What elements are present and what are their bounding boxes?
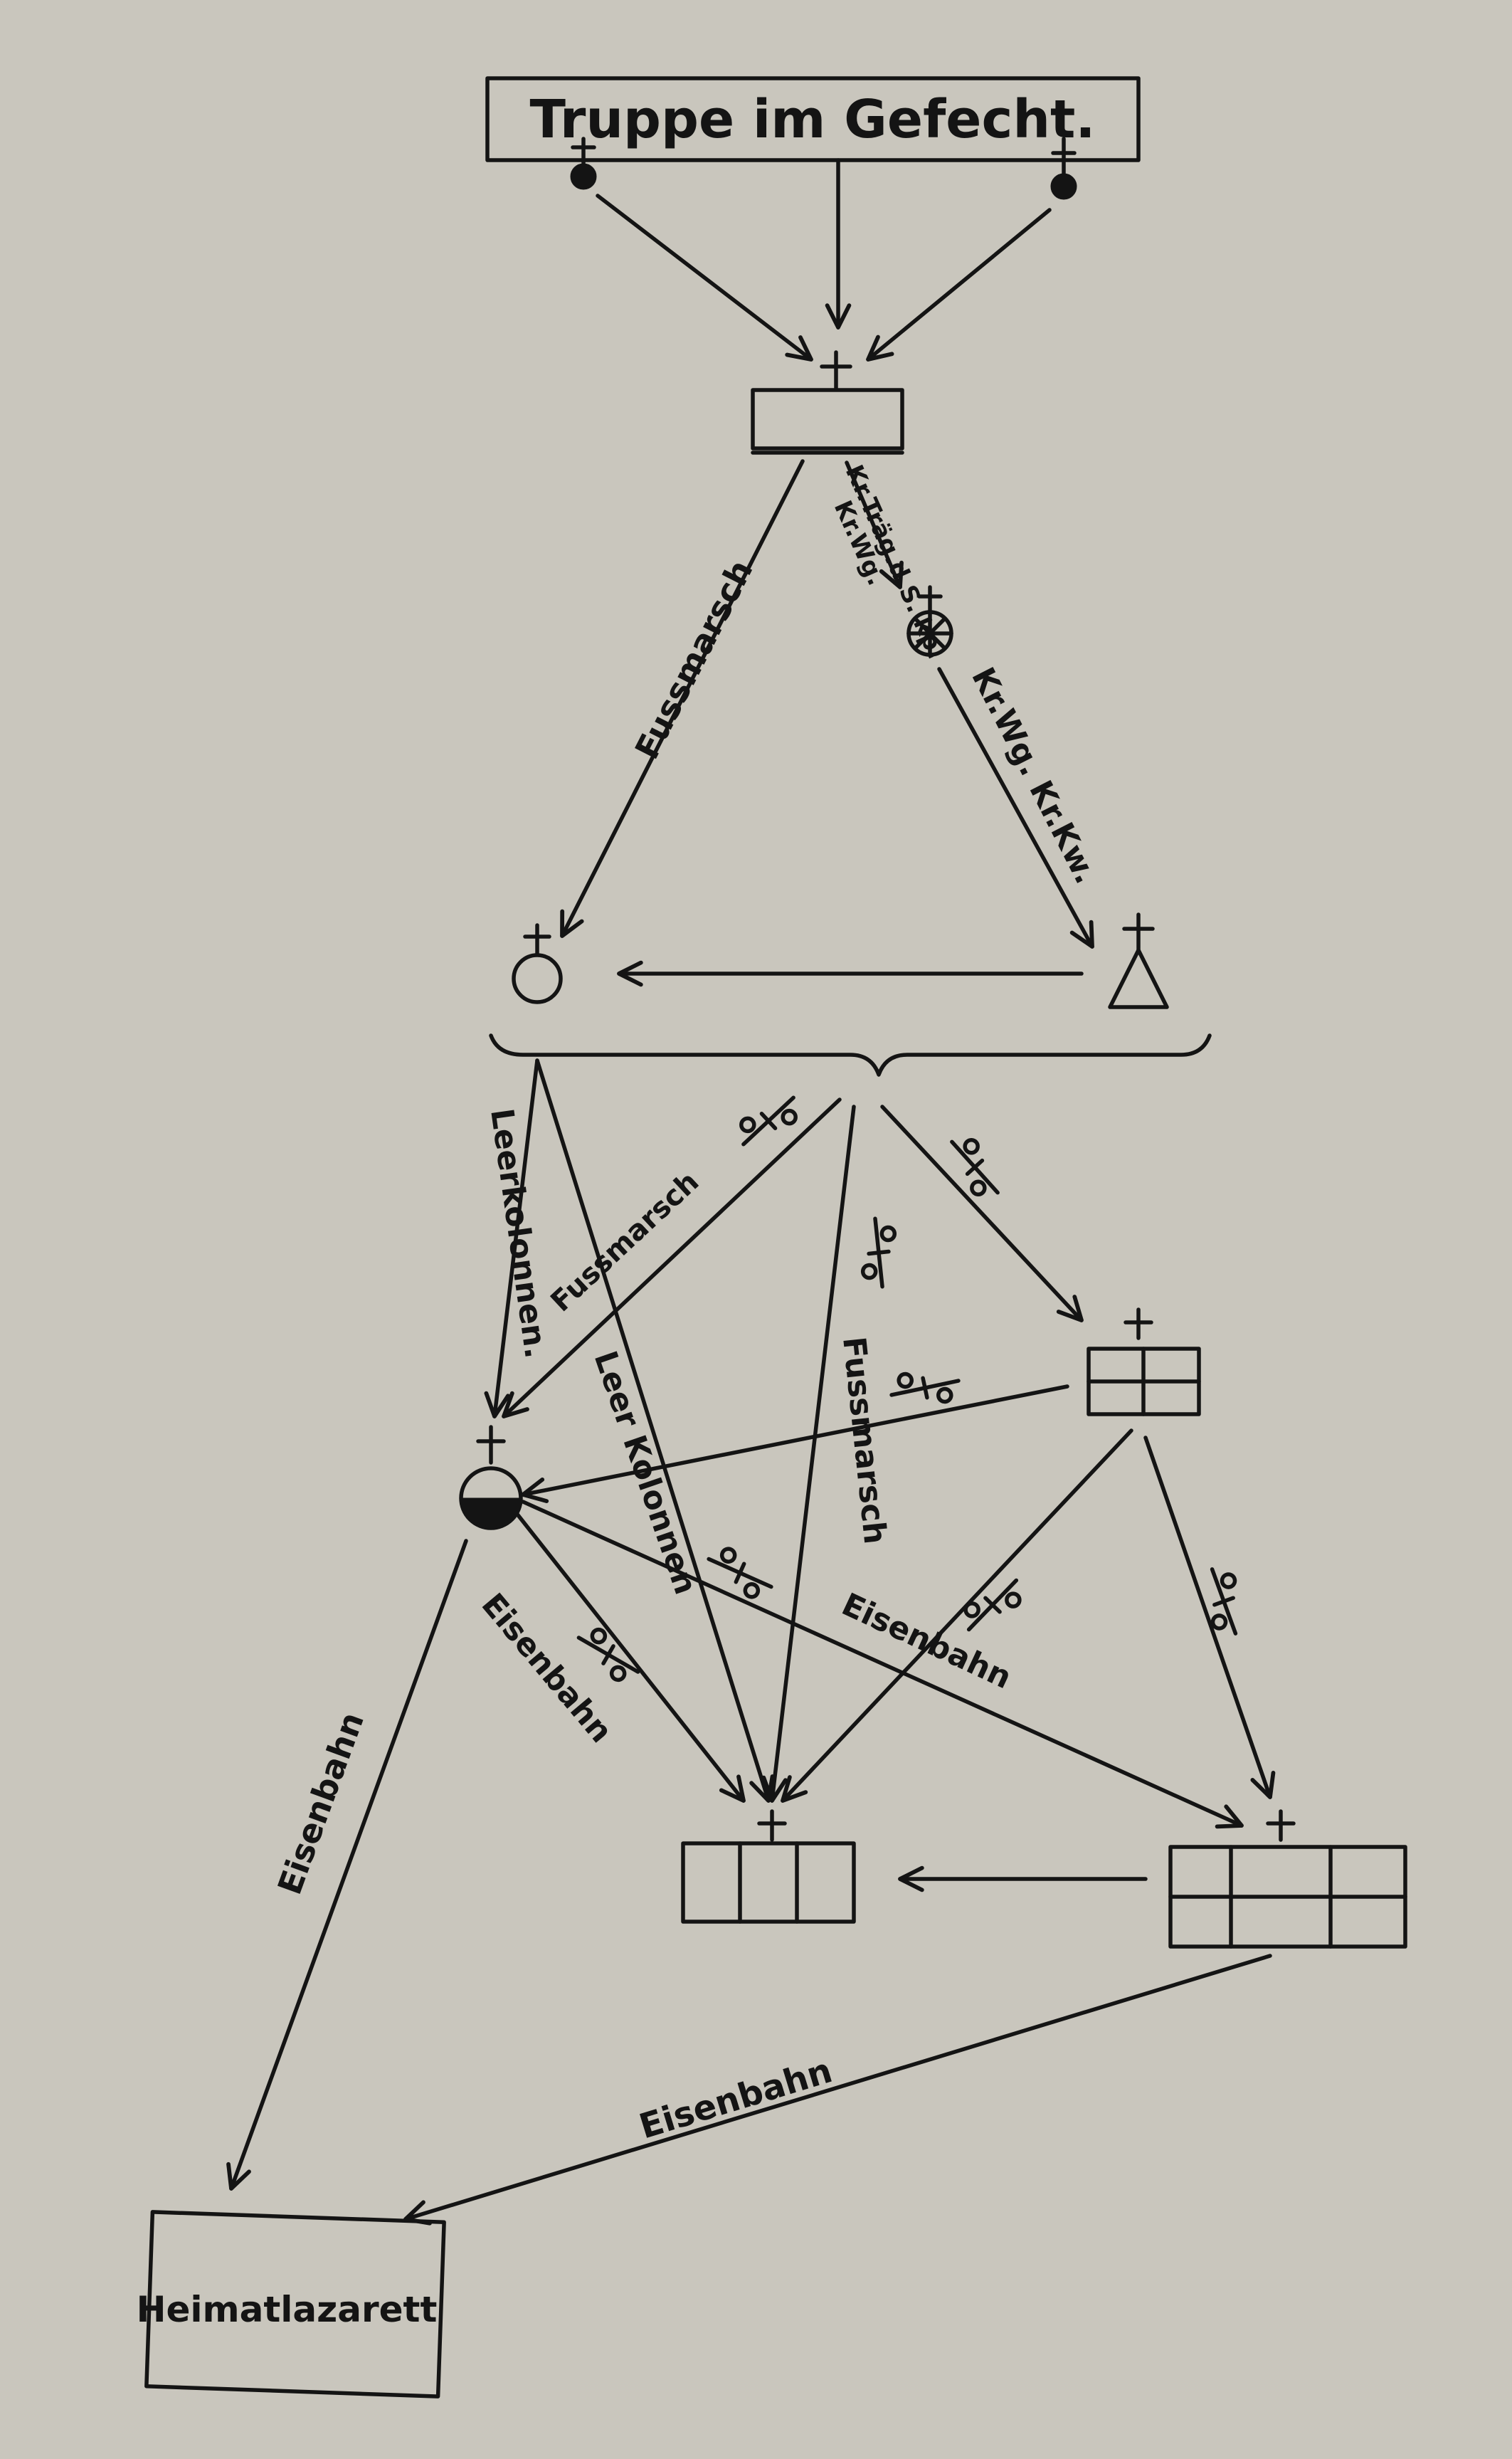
arrow-half-circle-to-three-row [514,1510,746,1803]
arrow-truppe-right [866,208,1052,362]
first-aid-post [751,350,904,455]
arrow-half-circle-to-heimatlazarett [226,1539,468,2191]
wheel-icon [906,585,953,657]
label-eisenbahn-3: Eisenbahn [270,1707,371,1899]
arrow-six-grid-to-heimatlazarett [403,1954,1272,2226]
four-cell-grid-icon [1087,1307,1201,1416]
arrow-fussmarsch-2 [502,1097,842,1418]
arrow-leerkolonnen-2 [535,1058,775,1803]
transport-mark-icon [707,1547,773,1599]
top-box-label: Truppe im Gefecht. [530,89,1096,150]
arrow-four-grid-to-six-grid [1143,1436,1276,1799]
arrow-four-grid-to-three-row [781,1428,1133,1803]
bottom-box [144,2210,446,2399]
arrow-half-circle-to-six-grid [521,1500,1244,1829]
label-fussmarsch-2: Fussmarsch [544,1165,705,1318]
dot-icon [570,137,597,190]
arrow-wheel-to-triangle [937,667,1094,949]
transport-mark-icon [1210,1567,1238,1636]
label-leerkolonnen-1: Leerkolonnen. [483,1106,554,1360]
bottom-node: Heimatlazarett [137,2210,446,2399]
label-eisenbahn-1: Eisenbahn [475,1586,620,1749]
transport-mark-icon [889,1371,961,1404]
arrow-four-grid-to-half-circle [521,1384,1069,1503]
label-leerkolonnen-2: Leer Kolonnen [587,1347,704,1599]
arrow-leerkolonnen-1 [484,1058,539,1418]
dot-icon [1050,137,1077,200]
half-filled-circle-icon [459,1425,523,1530]
label-kr-wg-kw: Kr.Wg. Kr.Kw. [964,662,1104,890]
transport-mark-icon [860,1216,897,1289]
six-cell-grid-icon [1168,1809,1407,1949]
transport-mark-icon [576,1627,640,1683]
label-fussmarsch-1: Fussmarsch [628,554,761,765]
top-box [485,76,1141,162]
top-node: Truppe im Gefecht. [485,76,1141,200]
label-fussmarsch-3: Fussmarsch [835,1335,893,1546]
arrow-to-wheel [845,460,904,589]
arrow-fussmarsch-1 [560,459,805,938]
transport-mark-icon [963,1578,1022,1632]
arrow-truppe-left [596,194,813,362]
arrow-to-four-grid [880,1105,1084,1322]
three-cell-row-icon [681,1809,856,1924]
triangle-icon [1108,912,1169,1009]
transport-mark-icon [950,1137,1000,1197]
transport-mark-icon [739,1095,798,1147]
grouping-brace [489,1033,1212,1077]
arrow-fussmarsch-3 [761,1105,856,1803]
circle-icon [512,923,563,1004]
bottom-box-label: Heimatlazarett [137,2289,438,2330]
